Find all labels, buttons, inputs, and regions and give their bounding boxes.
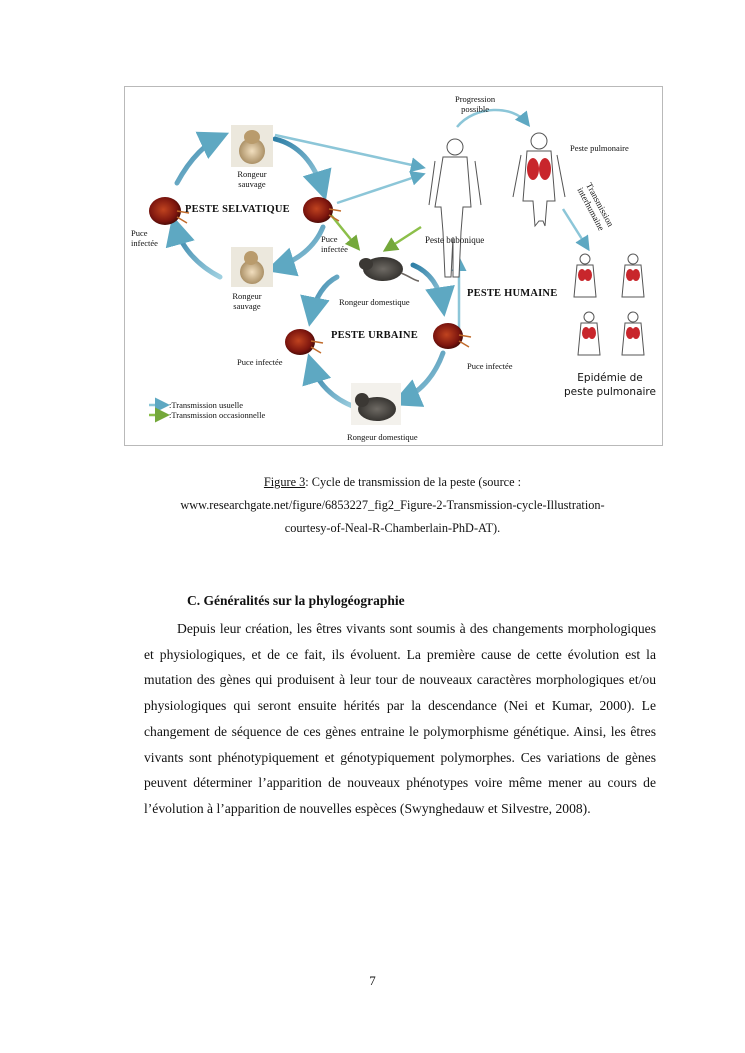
label-rongeur-sauvage-top: Rongeur sauvage bbox=[237, 169, 267, 189]
sylvatic-cycle-arrows bbox=[165, 131, 332, 280]
section-paragraph: Depuis leur création, les êtres vivants … bbox=[144, 621, 656, 816]
legend-occasional-label: :Transmission occasionnelle bbox=[169, 410, 266, 420]
occasional-arrows bbox=[330, 214, 422, 252]
domestic-rat-bottom bbox=[351, 383, 401, 425]
label-rongeur-sauvage-bottom: Rongeur sauvage bbox=[232, 291, 262, 311]
wild-rodent-bottom bbox=[231, 247, 273, 287]
flea-bottom-left bbox=[285, 329, 324, 355]
legend-usual-label: :Transmission usuelle bbox=[169, 400, 244, 410]
epidemic-figures bbox=[573, 253, 645, 356]
label-peste-humaine: PESTE HUMAINE bbox=[467, 288, 558, 299]
page-number: 7 bbox=[369, 973, 376, 988]
human-figure-pulmonary bbox=[512, 132, 566, 228]
figure-caption-line-2: www.researchgate.net/figure/6853227_fig2… bbox=[180, 498, 605, 512]
label-peste-pulmonaire: Peste pulmonaire bbox=[570, 143, 629, 153]
figure-caption-line-1: Figure 3: Cycle de transmission de la pe… bbox=[124, 474, 661, 490]
figure-caption-line-3: courtesy-of-Neal-R-Chamberlain-PhD-AT). bbox=[284, 521, 501, 535]
flea-left bbox=[149, 197, 190, 225]
label-epidemie: Epidémie de peste pulmonaire bbox=[564, 372, 656, 398]
domestic-rat-mid bbox=[359, 257, 420, 282]
human-transmission-arrows bbox=[274, 108, 590, 333]
label-peste-urbaine: PESTE URBAINE bbox=[331, 330, 418, 341]
label-puce-infectee-mid: Puce infectée bbox=[321, 234, 348, 254]
wild-rodent-top bbox=[231, 125, 273, 167]
label-puce-infectee-bottom-right: Puce infectée bbox=[467, 361, 513, 371]
label-peste-selvatique: PESTE SELVATIQUE bbox=[185, 204, 290, 215]
label-peste-bubonique: Peste bubonique bbox=[425, 235, 485, 245]
caption-text-1: : Cycle de transmission de la peste (sou… bbox=[305, 475, 522, 489]
label-puce-infectee-bottom-left: Puce infectée bbox=[237, 357, 283, 367]
figure-label: Figure 3 bbox=[263, 475, 306, 489]
label-rongeur-domestique-bottom: Rongeur domestique bbox=[347, 432, 418, 442]
urban-cycle-arrows bbox=[300, 262, 455, 410]
figure-drawing bbox=[149, 108, 645, 425]
flea-bottom-right bbox=[433, 323, 472, 349]
human-figure-bubonic bbox=[428, 138, 482, 278]
label-rongeur-domestique-mid: Rongeur domestique bbox=[339, 297, 410, 307]
section-heading: C. Généralités sur la phylogéographie bbox=[187, 593, 405, 608]
flea-mid bbox=[303, 197, 342, 223]
label-puce-infectee-left: Puce infectée bbox=[131, 228, 158, 248]
